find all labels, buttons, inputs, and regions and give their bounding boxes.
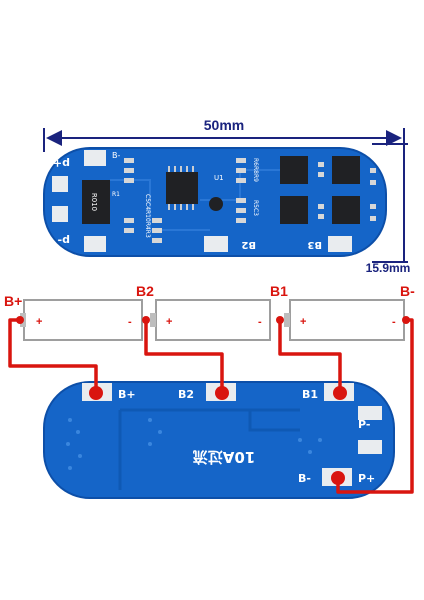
cell-plus-label: + [300, 316, 306, 328]
pad-label-b-minus: B- [298, 472, 311, 485]
pad-label-b2: B2 [178, 388, 194, 401]
battery-cell: + - [284, 299, 405, 341]
width-dimension-label: 15.9mm [366, 261, 411, 275]
label-b2: B2 [136, 283, 154, 299]
pad-label-b1: B1 [302, 388, 318, 401]
pad-p-plus [52, 176, 68, 192]
silk-r-bank: R6R8R9 [252, 158, 259, 182]
pad-side-top [358, 406, 382, 420]
wire-b1 [278, 320, 342, 393]
bottom-board-group: B+ B2 B1 P- B- P+ 10A过流 [43, 381, 395, 499]
silk-b2: B2 [241, 239, 256, 250]
ic-u1-pins [168, 166, 194, 210]
silk-b-minus: B- [112, 151, 120, 160]
solder-joint [331, 471, 345, 485]
cell-terminal [150, 313, 156, 327]
cell-plus-label: + [166, 316, 172, 328]
silk-u1: U1 [214, 174, 224, 182]
label-b-minus: B- [400, 283, 415, 299]
pad-bottom-left [84, 236, 106, 252]
solder-joints [16, 316, 410, 485]
solder-joint [333, 386, 347, 400]
cell-minus-label: - [258, 316, 262, 328]
capacitor [209, 197, 223, 211]
pcb-vias [66, 418, 322, 470]
label-b1: B1 [270, 283, 288, 299]
solder-joint [276, 316, 284, 324]
solder-joint [142, 316, 150, 324]
wire-b2 [144, 320, 224, 393]
top-board-group: 50mm 15.9mm R010 U1 [43, 117, 411, 275]
solder-joint [215, 386, 229, 400]
smd-components [124, 158, 376, 243]
pad-b2 [204, 236, 228, 252]
ic-u1 [166, 172, 198, 204]
silk-r1: R1 [112, 191, 120, 198]
solder-joint [16, 316, 24, 324]
mosfet [332, 196, 360, 224]
mosfet-array [280, 156, 360, 224]
cell-plus-label: + [36, 316, 42, 328]
silk-p-plus: p+ [53, 157, 70, 170]
cell-body [155, 299, 271, 341]
shunt-resistor [82, 180, 110, 224]
silk-p-minus: p- [58, 234, 70, 247]
mosfet [332, 156, 360, 184]
pad-b3 [328, 236, 352, 252]
pad-label-p-plus: P+ [358, 472, 375, 485]
silk-r-bank-2: R5C3 [252, 200, 259, 216]
cell-minus-label: - [128, 316, 132, 328]
wire-b-plus [8, 318, 98, 393]
battery-cells: + - + - + - [20, 299, 405, 341]
pad-label-b-plus: B+ [118, 388, 136, 401]
silk-b3: B3 [307, 239, 322, 250]
mosfet [280, 196, 308, 224]
length-dimension-label: 50mm [204, 117, 244, 133]
silk-c5-c4-r10: C5C4R10R4R3 [144, 194, 151, 238]
cell-minus-label: - [392, 316, 396, 328]
solder-joint [89, 386, 103, 400]
label-b-plus: B+ [4, 293, 22, 309]
battery-cell: + - [20, 299, 143, 341]
pad-label-p-minus: P- [358, 418, 370, 431]
cell-terminal [284, 313, 290, 327]
pad-p-minus [52, 206, 68, 222]
shunt-resistor-value: R010 [90, 193, 98, 211]
cell-body [289, 299, 405, 341]
mosfet [280, 156, 308, 184]
solder-joint [402, 316, 410, 324]
pad-top-left [84, 150, 106, 166]
current-rating-text: 10A过流 [193, 448, 255, 466]
pcb-trace [118, 408, 300, 490]
pad-side-bottom [358, 440, 382, 454]
battery-cell: + - [150, 299, 271, 341]
